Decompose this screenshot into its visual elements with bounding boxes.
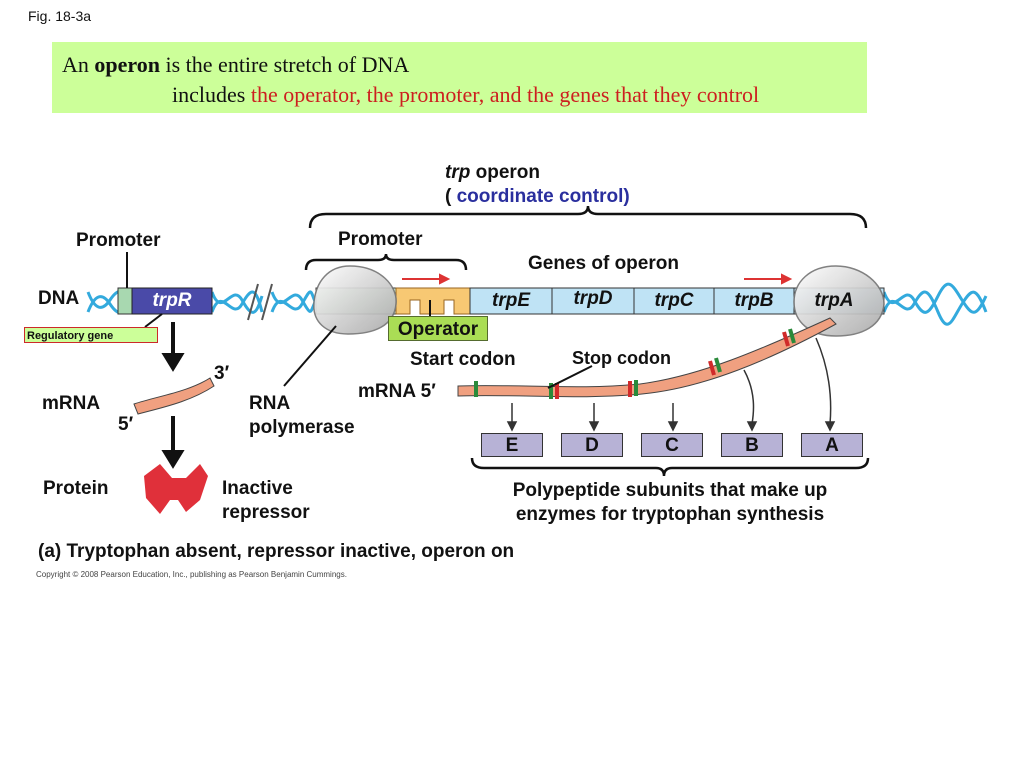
inactive-repressor-shape — [144, 464, 208, 514]
gene-trpE: trpE — [492, 290, 530, 311]
polypeptide-caption-line2: enzymes for tryptophan synthesis — [515, 504, 825, 525]
five-prime-left-label: 5′ — [118, 414, 134, 435]
rna-polymerase-end — [793, 265, 885, 337]
polypeptide-caption-line1: Polypeptide subunits that make up — [512, 480, 828, 501]
definition-line-2: includes the operator, the promoter, and… — [172, 80, 759, 110]
definition-prefix: An — [62, 52, 89, 77]
gene-trpD: trpD — [573, 288, 613, 309]
regulatory-gene-label: Regulatory gene — [24, 327, 158, 343]
trpR-promoter-segment — [117, 287, 133, 315]
polypeptide-C: C — [641, 433, 703, 457]
dna-helix-right — [882, 282, 988, 326]
panel-caption: (a) Tryptophan absent, repressor inactiv… — [38, 541, 515, 562]
three-prime-label: 3′ — [214, 363, 230, 384]
trp-operon-title: trp operon — [445, 162, 540, 184]
rna-polymerase-pointer — [283, 325, 337, 387]
gene-trpA: trpA — [814, 290, 854, 311]
promoter-operon-label: Promoter — [338, 229, 423, 250]
mrna-left-label: mRNA — [42, 393, 101, 414]
left-expression-arrows — [161, 322, 185, 469]
stop-codon-label: Stop codon — [572, 348, 671, 368]
promoter-brace — [304, 253, 468, 271]
gene-trpB: trpB — [734, 290, 774, 311]
genes-of-operon-label: Genes of operon — [528, 253, 679, 274]
start-codon-pointer — [547, 365, 593, 389]
coordinate-open-paren: ( — [445, 186, 452, 207]
trp-operon-title-rest: operon — [475, 162, 540, 183]
operon-mrna — [457, 317, 837, 398]
polypeptide-D: D — [561, 433, 623, 457]
rna-polymerase-promoter — [313, 265, 397, 335]
trp-operon-title-italic: trp — [445, 162, 471, 183]
codon-markers — [474, 328, 796, 399]
operator-segment — [395, 287, 471, 315]
definition-highlight: the operator, the promoter, and the gene… — [250, 82, 760, 107]
definition-line2-prefix: includes — [172, 82, 246, 107]
copyright-notice: Copyright © 2008 Pearson Education, Inc.… — [36, 570, 347, 579]
start-codon-label: Start codon — [410, 349, 516, 370]
polypeptide-A: A — [801, 433, 863, 457]
rna-polymerase-label-line1: RNA — [249, 393, 291, 414]
definition-box — [52, 42, 867, 113]
translation-arrows — [506, 337, 836, 432]
dna-break-marks — [247, 283, 273, 321]
coordinate-control-label: ( coordinate control) — [445, 186, 630, 208]
mrna-right-label: mRNA 5′ — [358, 381, 436, 402]
dna-label: DNA — [38, 288, 80, 309]
promoter-left-label: Promoter — [76, 230, 161, 251]
operator-label: Operator — [388, 316, 488, 341]
polypeptide-B: B — [721, 433, 783, 457]
regulatory-gene-pointer — [144, 313, 163, 328]
gene-trpC: trpC — [654, 290, 694, 311]
inactive-repressor-line1: Inactive — [222, 478, 293, 499]
dna-helix-middle — [270, 290, 318, 313]
trpR-gene-block — [131, 287, 213, 315]
protein-label: Protein — [43, 478, 109, 499]
figure-label: Fig. 18-3a — [28, 8, 92, 24]
polypeptide-E: E — [481, 433, 543, 457]
transcription-arrows — [402, 273, 793, 285]
trp-operon-brace — [308, 205, 868, 229]
polypeptide-brace — [470, 457, 870, 477]
coordinate-control-text: coordinate control) — [456, 186, 630, 207]
definition-line-1: An operon is the entire stretch of DNA — [62, 50, 409, 80]
rna-polymerase-label-line2: polymerase — [249, 417, 355, 438]
definition-rest: is the entire stretch of DNA — [165, 52, 410, 77]
trpR-mrna — [133, 377, 215, 415]
inactive-repressor-line2: repressor — [222, 502, 310, 523]
definition-term: operon — [94, 52, 160, 77]
trpR-gene-label: trpR — [152, 290, 192, 311]
